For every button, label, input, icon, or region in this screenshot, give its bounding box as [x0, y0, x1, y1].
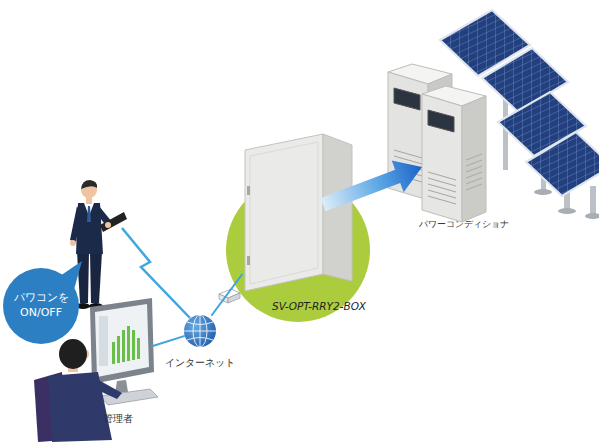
- cabinet-front: [245, 134, 323, 291]
- role-label: 管理者: [96, 413, 140, 425]
- chart-bar: [122, 330, 125, 362]
- control-cabinet: [245, 134, 352, 291]
- neck: [86, 197, 92, 204]
- device-front: [219, 294, 228, 303]
- power-conditioner: パワーコンディショナ: [422, 88, 486, 222]
- network-device: [219, 289, 240, 303]
- chart-bar: [127, 326, 130, 361]
- screen-chart: [112, 326, 140, 364]
- stand-base: [558, 208, 576, 214]
- hand: [105, 222, 111, 228]
- control-box: SV-OPT-RRY2-BOX: [242, 140, 323, 300]
- arm: [70, 206, 81, 242]
- stand-pole: [590, 186, 596, 216]
- administrator: 管理者: [40, 300, 152, 428]
- hair: [59, 339, 87, 369]
- pcs-display: [428, 110, 454, 132]
- tie: [87, 206, 91, 222]
- network-line: [212, 275, 242, 316]
- stand-base: [585, 213, 599, 219]
- speech-bubble: パワコンを ON/OFF: [3, 268, 79, 344]
- stand-base: [534, 189, 552, 195]
- cabinet-side: [323, 134, 352, 281]
- pcs-front: [422, 94, 462, 222]
- chart-bar: [112, 342, 115, 364]
- standing-operator: [70, 180, 127, 309]
- power-conditioners: [388, 64, 486, 222]
- bubble-text: パワコンを ON/OFF: [8, 290, 74, 320]
- pcs-vent: [466, 154, 482, 190]
- hair: [81, 180, 97, 189]
- pcs-vent: [428, 172, 456, 204]
- network-line: [152, 336, 184, 346]
- cabinet-latch: [247, 256, 250, 265]
- internet-label: インターネット: [162, 357, 238, 369]
- leg: [77, 252, 89, 303]
- monitor-frame: [90, 298, 154, 384]
- chart-bar: [132, 330, 135, 360]
- chart-bar: [117, 336, 120, 363]
- hand: [70, 240, 76, 246]
- device-side: [228, 293, 240, 303]
- product-name: SV-OPT-RRY2-BOX: [272, 300, 402, 313]
- internet-globe: インターネット: [184, 315, 216, 347]
- pcs-side: [462, 96, 486, 222]
- device-label: パワーコンディショナ: [419, 219, 519, 230]
- cabinet-latch: [247, 186, 250, 195]
- pcs-display: [394, 88, 420, 110]
- flow-arrow: [321, 160, 423, 211]
- pcs-vent: [394, 150, 422, 182]
- screen-sidebar: [99, 316, 108, 366]
- monitor-screen: [95, 304, 149, 377]
- leg: [90, 252, 102, 303]
- arm: [93, 378, 122, 399]
- globe-body: [184, 315, 216, 347]
- cabinet-door: [250, 142, 318, 284]
- solar-panel: [526, 132, 599, 196]
- meridian: [200, 315, 201, 347]
- chart-bar: [137, 338, 140, 359]
- globe: [184, 315, 216, 347]
- globe-lines: [184, 315, 216, 347]
